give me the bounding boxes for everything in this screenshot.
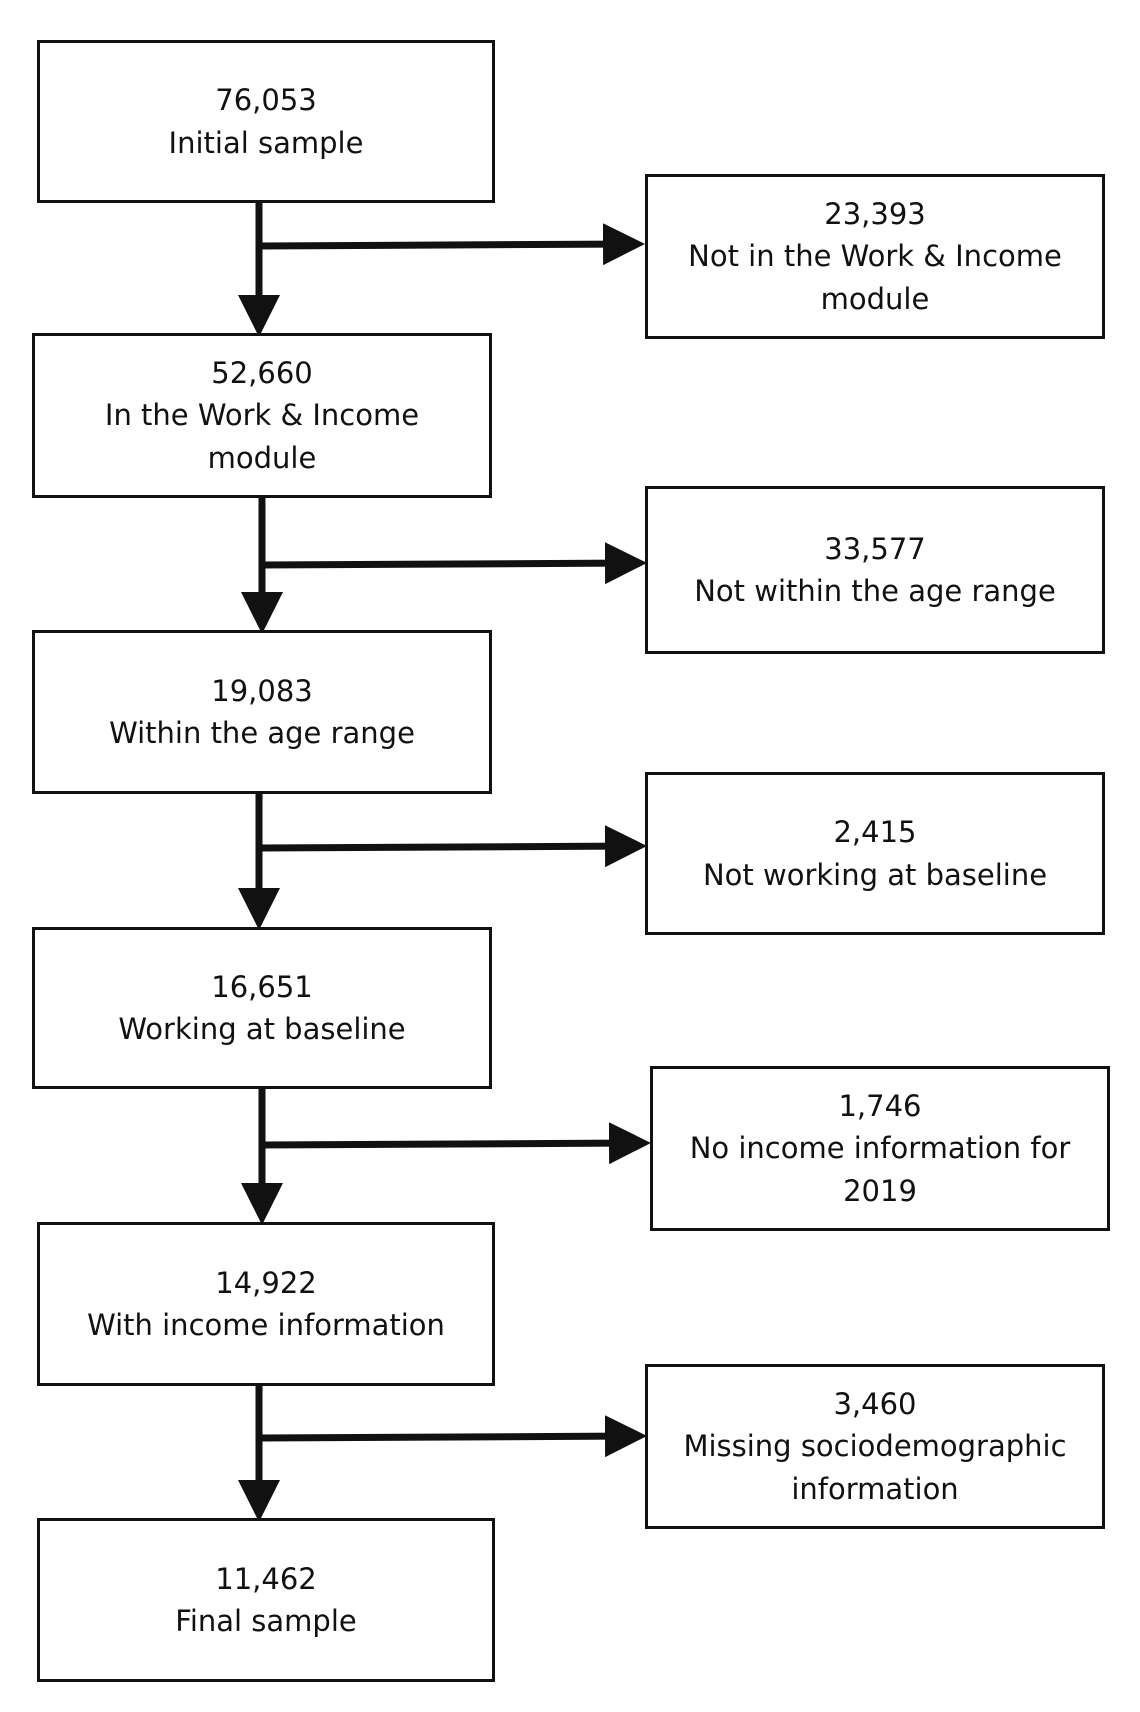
stage-label: Initial sample [168, 125, 364, 160]
stage-count: 19,083 [211, 673, 313, 708]
exclusion-count: 2,415 [833, 815, 917, 850]
stage-label: Working at baseline [118, 1012, 406, 1046]
stage-box-initial-sample: 76,053 Initial sample [37, 40, 495, 203]
stage-count: 11,462 [215, 1561, 317, 1596]
exclusion-label: Not in the Work & Income module [688, 239, 1062, 316]
stage-box-final-sample: 11,462 Final sample [37, 1518, 495, 1682]
exclusion-arrow-3 [258, 825, 647, 868]
stage-label: Within the age range [109, 716, 415, 750]
exclusion-arrow-1 [258, 223, 645, 266]
stage-box-work-income-module: 52,660 In the Work & Income module [32, 333, 492, 498]
stage-box-working-at-baseline: 16,651 Working at baseline [32, 927, 492, 1089]
exclusion-count: 1,746 [838, 1089, 922, 1124]
stage-label: Final sample [175, 1604, 357, 1638]
exclusion-box-no-income-information: 1,746 No income information for 2019 [650, 1066, 1110, 1231]
exclusion-count: 3,460 [833, 1387, 917, 1422]
exclusion-arrow-2 [261, 542, 647, 585]
stage-label: In the Work & Income module [104, 398, 420, 475]
stage-count: 16,651 [211, 969, 313, 1004]
stage-label: With income information [87, 1308, 445, 1342]
exclusion-box-missing-sociodemographic: 3,460 Missing sociodemographic informati… [645, 1364, 1105, 1529]
stage-count: 14,922 [215, 1265, 317, 1300]
exclusion-label: Not within the age range [694, 574, 1056, 608]
exclusion-count: 23,393 [824, 197, 926, 232]
exclusion-box-not-in-module: 23,393 Not in the Work & Income module [645, 174, 1105, 339]
exclusion-label: Missing sociodemographic information [683, 1429, 1067, 1506]
exclusion-box-not-working-at-baseline: 2,415 Not working at baseline [645, 772, 1105, 935]
exclusion-box-not-within-age-range: 33,577 Not within the age range [645, 486, 1105, 654]
exclusion-label: Not working at baseline [702, 857, 1048, 892]
stage-count: 76,053 [215, 83, 317, 118]
exclusion-count: 33,577 [824, 531, 926, 566]
stage-count: 52,660 [211, 356, 313, 391]
exclusion-arrow-4 [261, 1122, 651, 1165]
stage-box-within-age-range: 19,083 Within the age range [32, 630, 492, 794]
exclusion-label: No income information for 2019 [689, 1131, 1071, 1208]
stage-box-with-income-information: 14,922 With income information [37, 1222, 495, 1386]
exclusion-arrow-5 [258, 1415, 647, 1458]
